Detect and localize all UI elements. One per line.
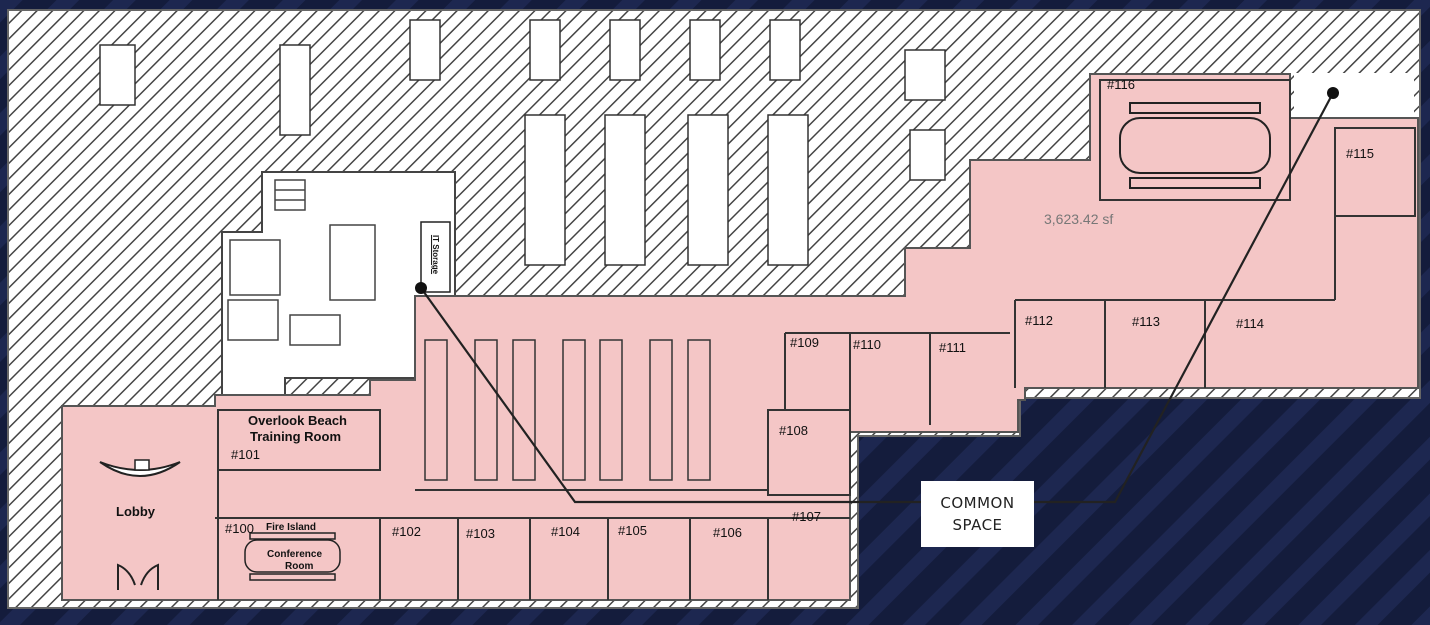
room-106-label: #106 — [713, 525, 742, 540]
it-storage-box — [420, 221, 451, 293]
room-103-label: #103 — [466, 526, 495, 541]
core-white-area — [221, 171, 456, 396]
conference-room-label-line1: Conference — [267, 549, 323, 560]
room-107-label: #107 — [792, 509, 821, 524]
common-space-callout: COMMON SPACE — [921, 481, 1034, 547]
leader-dot-top-right — [1327, 87, 1339, 99]
room-114-label: #114 — [1236, 316, 1264, 331]
room-116-outline — [1099, 79, 1291, 201]
conference-table-100 — [244, 532, 341, 581]
room-111-label: #111 — [939, 340, 966, 355]
open-office-desks — [424, 339, 711, 481]
room-105-label: #105 — [618, 523, 647, 538]
room-116-label: #116 — [1107, 77, 1135, 92]
room-115-outline — [1334, 127, 1416, 217]
room-100-label: #100 — [225, 521, 254, 536]
lobby-desk — [99, 461, 181, 477]
room-101-label: #101 — [231, 447, 260, 462]
leader-dot-it-storage — [415, 282, 427, 294]
room-walls — [215, 79, 1416, 600]
room-113-label: #113 — [1132, 314, 1160, 329]
room-102-label: #102 — [392, 524, 421, 539]
room-110-label: #110 — [853, 337, 881, 352]
hatched-furniture — [99, 19, 946, 266]
training-room-name-line1: Overlook Beach — [248, 413, 347, 428]
lobby-label: Lobby — [116, 504, 155, 519]
common-space-area — [61, 73, 1419, 601]
it-storage-label: IT Storage — [431, 234, 441, 275]
room-115-label: #115 — [1346, 146, 1374, 161]
conference-table-116 — [1119, 102, 1271, 189]
fire-island-label: Fire Island — [266, 522, 317, 533]
training-room-name-line2: Training Room — [250, 429, 341, 444]
room-112-label: #112 — [1025, 313, 1053, 328]
room-109-label: #109 — [790, 335, 819, 350]
callout-leader-lines — [420, 92, 1334, 504]
area-label: 3,623.42 sf — [1044, 211, 1114, 227]
conference-room-label-line2: Room — [285, 561, 314, 572]
callout-line2: SPACE — [952, 516, 1003, 534]
blank-callout-box — [1294, 73, 1414, 117]
room-104-label: #104 — [551, 524, 580, 539]
core-lines — [227, 179, 376, 346]
lobby-chair — [134, 459, 150, 471]
room-108-label: #108 — [779, 423, 808, 438]
callout-line1: COMMON — [940, 494, 1015, 512]
entry-doors — [117, 563, 159, 590]
